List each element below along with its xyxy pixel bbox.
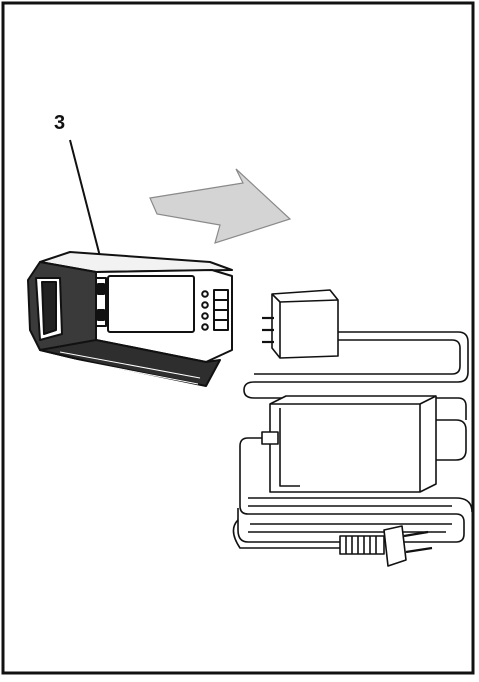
charger-with-coiled-cord — [232, 289, 473, 567]
callout-number: 3 — [54, 112, 66, 134]
battery-pack — [27, 251, 233, 387]
callout-leader-line — [69, 139, 105, 273]
direction-arrow — [149, 168, 292, 244]
